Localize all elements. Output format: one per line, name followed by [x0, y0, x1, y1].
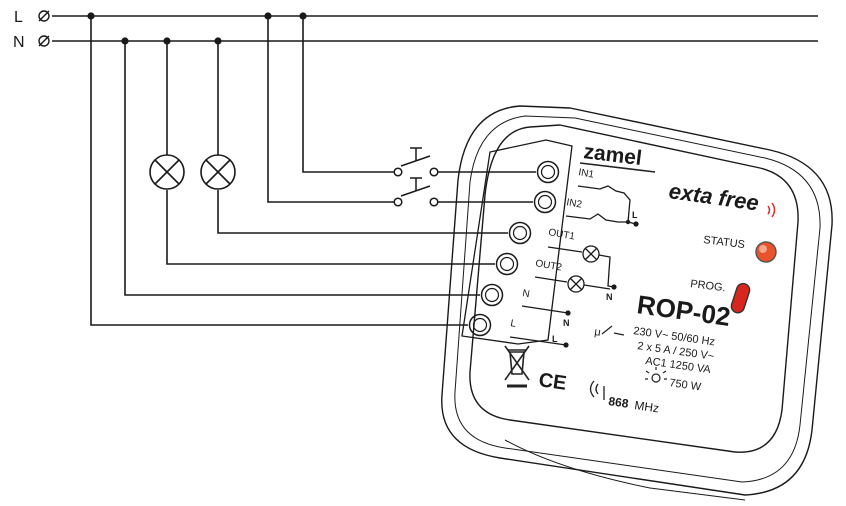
wire-button1-line	[302, 16, 394, 173]
internal-schematic	[509, 185, 637, 346]
status-label: STATUS	[703, 234, 746, 251]
model-label: ROP-02	[635, 289, 732, 332]
relay-module	[441, 105, 833, 501]
terminal-block-frame	[461, 139, 573, 345]
terminal-out1	[508, 221, 532, 245]
spec-lamp: 750 W	[669, 377, 703, 393]
terminal-n	[480, 283, 504, 307]
label-n-small-2: N	[563, 318, 570, 328]
terminal-block	[461, 139, 573, 345]
module-outer-shell	[441, 105, 833, 496]
push-button-1-icon	[393, 147, 439, 177]
weee-bin-icon	[504, 345, 530, 388]
lamp-2-icon	[200, 154, 236, 190]
neutral-label: N	[13, 34, 25, 51]
label-in2: IN2	[565, 197, 583, 211]
module-front-face	[469, 124, 799, 453]
internal-dots	[563, 219, 639, 348]
neutral-terminal-symbol	[38, 35, 50, 47]
field-wiring	[90, 16, 536, 326]
brand-logo: zamel	[582, 140, 643, 170]
wireless-icon	[589, 380, 605, 400]
micro-symbol: μ	[594, 326, 602, 339]
micro-switch-icon	[601, 325, 625, 336]
label-l-small: L	[632, 210, 638, 220]
line-label: L	[14, 9, 23, 26]
label-n: N	[521, 288, 530, 300]
push-button-2-icon	[393, 177, 439, 207]
wire-button2-line	[267, 16, 394, 203]
junction-dots	[87, 12, 307, 45]
lamp-1-icon	[149, 154, 185, 190]
line-terminal-symbol	[38, 10, 50, 22]
ce-mark: CE	[537, 369, 568, 395]
wire-n-supply	[124, 41, 480, 296]
supply-bus	[38, 10, 818, 47]
wire-lamp1-out2	[166, 190, 495, 265]
status-led-glow	[759, 245, 767, 253]
frequency-number: 868	[608, 394, 630, 411]
signal-waves-icon	[767, 202, 776, 218]
label-l: L	[509, 318, 517, 330]
terminal-out2	[495, 252, 519, 276]
module-shell-edge	[454, 115, 821, 483]
wire-l-supply	[90, 16, 468, 326]
bulb-icon	[645, 367, 667, 383]
label-out1: OUT1	[547, 227, 576, 243]
product-line-logo: exta free	[667, 178, 760, 215]
label-l-small-2: L	[552, 334, 558, 344]
frequency-unit: MHz	[634, 398, 660, 415]
terminal-l	[468, 313, 492, 337]
terminal-in2	[533, 190, 557, 214]
prog-button	[730, 282, 751, 314]
prog-label: PROG.	[690, 278, 727, 294]
label-n-small: N	[606, 292, 613, 302]
label-in1: IN1	[577, 167, 595, 181]
status-led	[755, 241, 777, 263]
label-out2: OUT2	[534, 258, 563, 274]
wire-lamp2-out1	[217, 190, 508, 234]
module-bottom-lip	[504, 439, 746, 501]
terminal-in1	[536, 160, 560, 184]
brand-underline	[579, 162, 656, 173]
